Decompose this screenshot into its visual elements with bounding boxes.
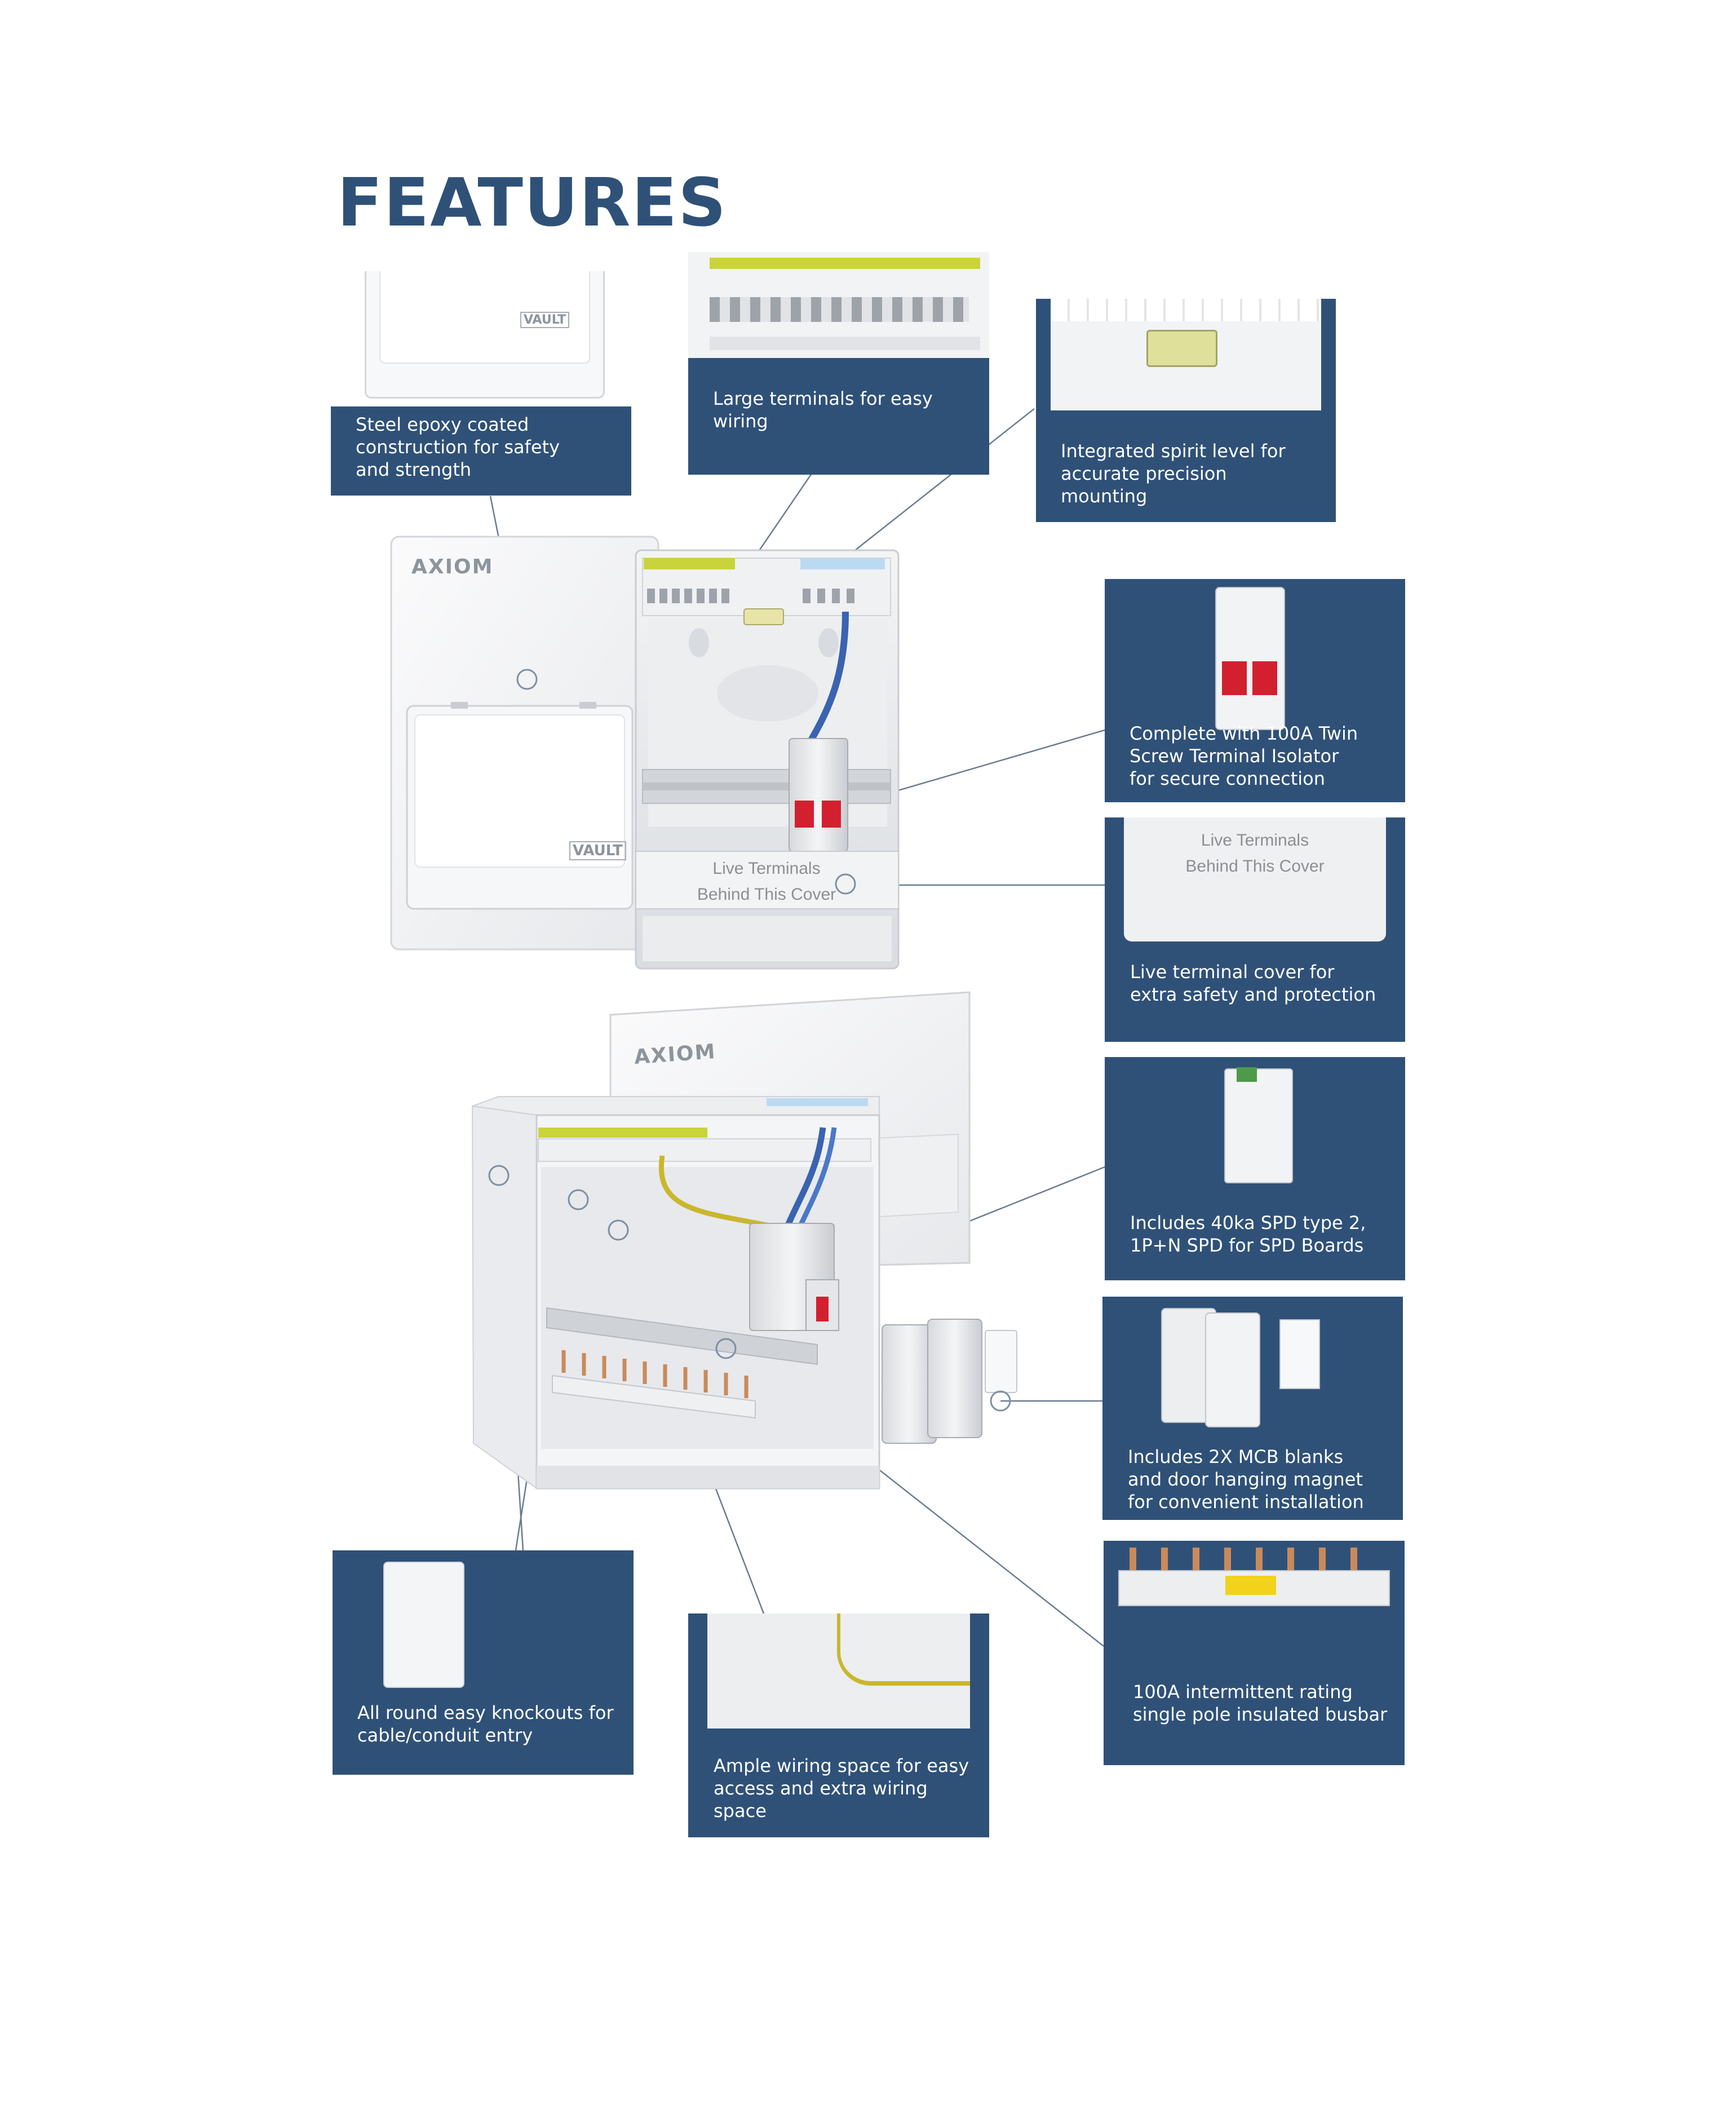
feature-card-knockouts: All round easy knockouts for cable/condu… [333,1550,634,1775]
enclosure-open [635,549,900,970]
live-terminal-cover-label: Live Terminals Behind This Cover [697,859,836,904]
card-image: Live Terminals Behind This Cover [1124,817,1386,941]
feature-card-spd: Includes 40ka SPD type 2, 1P+N SPD for S… [1105,1057,1405,1280]
feature-card-level: Integrated spirit level for accurate pre… [1036,299,1336,522]
feature-card-space: Ample wiring space for easy access and e… [688,1614,989,1837]
door-front [390,536,659,951]
card-image [383,1562,464,1688]
loose-accessories [882,1319,1017,1444]
feature-text: Includes 2X MCB blanks and door hanging … [1128,1446,1364,1513]
feature-text: Live terminal cover for extra safety and… [1130,961,1376,1005]
feature-card-terminals: Large terminals for easy wiring [688,252,989,475]
card-image [688,252,989,358]
feature-text: Complete with 100A Twin Screw Terminal I… [1130,723,1358,789]
card-image: VAULT [331,271,631,406]
busbar-icon [1118,1548,1390,1626]
feature-card-blanks: Includes 2X MCB blanks and door hanging … [1102,1297,1403,1520]
feature-text: Large terminals for easy wiring [713,388,933,432]
spd-module-icon [1224,1067,1293,1183]
feature-card-cover: Live Terminals Behind This Cover Live te… [1105,817,1405,1042]
feature-card-isolator: Complete with 100A Twin Screw Terminal I… [1105,579,1405,802]
page-title: FEATURES [337,163,728,241]
spirit-level-icon [1146,330,1217,367]
isolator-switch-icon [1215,587,1285,730]
feature-card-steel: VAULT Steel epoxy coated construction fo… [331,271,631,496]
feature-text: Includes 40ka SPD type 2, 1P+N SPD for S… [1130,1212,1366,1256]
axiom-logo-upper: AXIOM [411,555,494,578]
card-image [1051,299,1321,410]
vault-logo: VAULT [520,312,570,328]
feature-text: Steel epoxy coated construction for safe… [356,414,560,480]
feature-card-busbar: 100A intermittent rating single pole ins… [1104,1541,1405,1765]
feature-text: 100A intermittent rating single pole ins… [1133,1681,1388,1725]
vault-logo-upper: VAULT [569,841,626,860]
feature-text: All round easy knockouts for cable/condu… [357,1702,614,1746]
card-image [707,1614,970,1729]
live-terminal-cover-label: Live Terminals Behind This Cover [1185,831,1325,876]
feature-text: Integrated spirit level for accurate pre… [1061,440,1286,507]
feature-text: Ample wiring space for easy access and e… [714,1755,969,1822]
mcb-blank-icon [1161,1308,1330,1427]
callout-marker-icon [488,669,1011,1412]
enclosure-lower [471,1096,880,1489]
